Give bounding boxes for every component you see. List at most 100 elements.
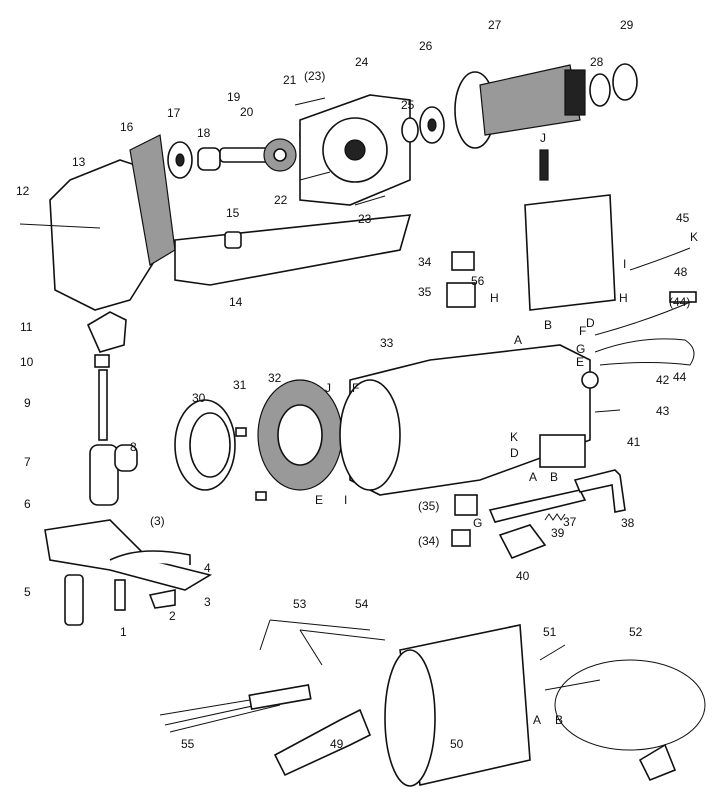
screw-1 xyxy=(114,579,126,611)
screw-51 xyxy=(539,644,566,661)
label-6: 6 xyxy=(24,497,31,511)
label-3: 3 xyxy=(204,595,211,609)
label-43: 43 xyxy=(656,404,670,418)
screw-5 xyxy=(64,574,84,626)
label-G-44: G xyxy=(576,342,585,356)
screw-15 xyxy=(224,231,242,249)
label-31: 31 xyxy=(233,378,247,392)
label-33: 33 xyxy=(380,336,394,350)
label-23-ref: (23) xyxy=(304,69,325,83)
label-41: 41 xyxy=(627,435,641,449)
label-32: 32 xyxy=(268,371,282,385)
wires-44-48 xyxy=(594,247,697,366)
field-32 xyxy=(257,379,343,491)
electronic-module-45 xyxy=(524,149,616,311)
part-labels: 1 2 3 (3) 4 5 6 7 8 9 10 11 12 13 14 15 … xyxy=(16,18,698,751)
bearing-17 xyxy=(167,141,193,179)
label-2: 2 xyxy=(169,609,176,623)
spring-39 xyxy=(544,513,566,521)
label-9: 9 xyxy=(24,396,31,410)
label-10: 10 xyxy=(20,355,34,369)
label-19: 19 xyxy=(227,90,241,104)
label-15: 15 xyxy=(226,206,240,220)
label-51: 51 xyxy=(543,625,557,639)
label-37: 37 xyxy=(563,515,577,529)
label-17: 17 xyxy=(167,106,181,120)
label-13: 13 xyxy=(72,155,86,169)
label-20: 20 xyxy=(240,105,254,119)
label-28: 28 xyxy=(590,55,604,69)
label-7: 7 xyxy=(24,455,31,469)
label-B-41: B xyxy=(550,470,558,484)
label-H-44: H xyxy=(619,291,628,305)
label-K-41: K xyxy=(510,430,518,444)
die-4 xyxy=(44,519,213,591)
label-21: 21 xyxy=(283,73,297,87)
label-G-35: G xyxy=(473,516,482,530)
label-45: 45 xyxy=(676,211,690,225)
brush-holder-35 xyxy=(446,282,476,308)
label-4: 4 xyxy=(204,561,211,575)
label-E-32: E xyxy=(315,493,323,507)
label-29: 29 xyxy=(620,18,634,32)
label-1: 1 xyxy=(120,625,127,639)
label-5: 5 xyxy=(24,585,31,599)
label-3-ref: (3) xyxy=(150,514,165,528)
label-24: 24 xyxy=(355,55,369,69)
armature-27 xyxy=(454,64,586,149)
label-D-45: D xyxy=(586,316,595,330)
label-34-ref: (34) xyxy=(418,534,439,548)
head-housing xyxy=(49,134,176,311)
label-D-41: D xyxy=(510,446,519,460)
label-16: 16 xyxy=(120,120,134,134)
label-K-48: K xyxy=(690,230,698,244)
label-23: 23 xyxy=(358,212,372,226)
punch-9 xyxy=(98,369,108,441)
cable-52 xyxy=(544,659,706,782)
label-52: 52 xyxy=(629,625,643,639)
tool-holder-11 xyxy=(86,311,127,353)
label-8: 8 xyxy=(130,440,137,454)
punch-holder-7 xyxy=(89,444,119,506)
ring-29 xyxy=(612,63,638,101)
label-44-ref: (44) xyxy=(669,295,690,309)
brush-holder-35b xyxy=(454,494,478,516)
label-E-44: E xyxy=(576,355,584,369)
label-49: 49 xyxy=(330,737,344,751)
motor-housing-33 xyxy=(339,344,591,496)
label-27: 27 xyxy=(488,18,502,32)
label-56: 56 xyxy=(471,274,485,288)
label-35: 35 xyxy=(418,285,432,299)
label-I-32: I xyxy=(344,493,347,507)
gear-housing-24 xyxy=(299,94,411,206)
label-35-ref: (35) xyxy=(418,499,439,513)
bearings-25-26 xyxy=(401,106,445,144)
label-A-45: A xyxy=(514,333,522,347)
label-F-32: F xyxy=(352,381,359,395)
ring-30 xyxy=(174,399,236,491)
label-14: 14 xyxy=(229,295,243,309)
gear-20 xyxy=(263,138,297,172)
label-48: 48 xyxy=(674,265,688,279)
pins-31 xyxy=(235,427,267,501)
switch-41 xyxy=(539,434,586,468)
label-I-48: I xyxy=(623,257,626,271)
label-38: 38 xyxy=(621,516,635,530)
label-50: 50 xyxy=(450,737,464,751)
cover-40 xyxy=(498,524,547,560)
label-34: 34 xyxy=(418,255,432,269)
brushes-55 xyxy=(159,683,312,733)
screws-22-23 xyxy=(19,97,386,229)
brush-34b xyxy=(451,529,471,547)
label-A-41: A xyxy=(529,470,537,484)
sleeve-8 xyxy=(114,444,138,472)
label-18: 18 xyxy=(197,126,211,140)
label-25: 25 xyxy=(401,98,415,112)
label-B-45: B xyxy=(544,318,552,332)
case-50 xyxy=(384,624,531,787)
label-42: 42 xyxy=(656,373,670,387)
label-J-45: J xyxy=(540,131,546,145)
label-26: 26 xyxy=(419,39,433,53)
switch-lever-37-38 xyxy=(488,469,626,523)
